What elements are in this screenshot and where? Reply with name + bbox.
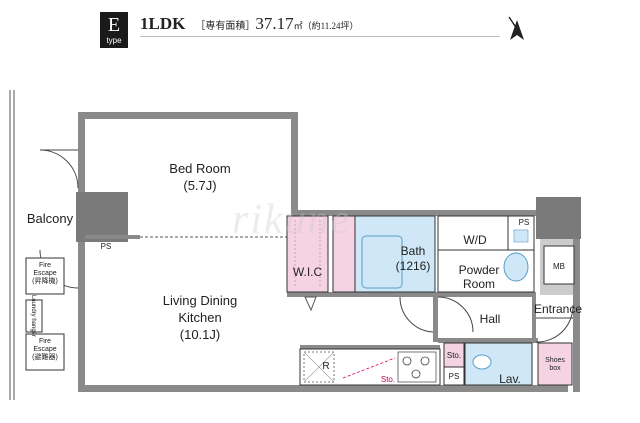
header-divider [140, 36, 500, 37]
powder-line2: Room [462, 277, 495, 291]
toilet-icon [472, 354, 492, 370]
balcony-label: Balcony [26, 211, 74, 226]
fire-escape-2 [25, 333, 65, 371]
layout-type: 1LDK [140, 14, 186, 33]
fire-escape-1-line1: Fire [38, 262, 52, 269]
type-word: type [106, 36, 122, 45]
balcony-door-swing [39, 149, 79, 189]
bath-area [354, 215, 436, 293]
entrance-label: Entrance [533, 302, 583, 316]
fire-escape-1-line3: (昇降機) [32, 278, 58, 285]
hall-door-swing [399, 296, 434, 333]
fire-escape-2-line1: Fire [38, 338, 52, 345]
fire-escape-1-label: Fire Escape (昇降機) [26, 262, 64, 286]
lav-label: Lav. [499, 372, 521, 386]
entrance-door-swing [535, 304, 574, 343]
shoes-box-area [537, 342, 573, 386]
bath-label: Bath (1216) [393, 244, 433, 274]
header-title: 1LDK ［専有面積］37.17㎡（約11.24坪） [140, 14, 359, 34]
sink-icon [503, 252, 529, 282]
powder-room-label: Powder Room [452, 263, 506, 291]
area-unit: ㎡ [293, 21, 303, 31]
fire-escape-2-label: Fire Escape (避難器) [26, 338, 64, 362]
laundry-hanger-label: Laundry hanger [30, 294, 36, 338]
mb-box [543, 245, 575, 285]
stove [397, 351, 437, 383]
wic-label: W.I.C [292, 265, 323, 279]
shoes-line1: Shoes [545, 357, 565, 364]
bathtub [361, 235, 403, 289]
mb-label: MB [553, 262, 565, 271]
north-arrow-icon [508, 16, 524, 40]
watermark: rikune [232, 197, 352, 243]
ldk-size: (10.1J) [179, 327, 221, 342]
bedroom-name: Bed Room [169, 161, 231, 176]
powder-line1: Powder [458, 263, 500, 277]
type-badge: E type [100, 12, 128, 48]
bath-name: Bath [400, 244, 426, 258]
ldk-label: Living Dining Kitchen (10.1J) [145, 292, 255, 343]
wd-label: W/D [463, 233, 487, 247]
ldk-line1: Living Dining [162, 293, 238, 308]
hall-label: Hall [479, 312, 501, 326]
bedroom-label: Bed Room (5.7J) [162, 160, 238, 194]
shoes-line2: box [549, 365, 561, 372]
fire-escape-2-line2: Escape [33, 346, 57, 353]
wd-area [437, 215, 509, 251]
area-label: ［専有面積］ [195, 21, 256, 32]
fire-escape-1-line2: Escape [33, 270, 57, 277]
wic-area [286, 215, 329, 293]
sto-kitchen-label: Sto. [380, 375, 396, 384]
balcony-rail [9, 90, 15, 400]
type-letter: E [107, 14, 121, 36]
fire-escape-1 [25, 257, 65, 295]
area-value: 37.17 [255, 14, 294, 33]
bedroom-size: (5.7J) [183, 178, 217, 193]
refrigerator-label: R [322, 361, 330, 372]
laundry-hanger [25, 299, 43, 333]
shoes-box-label: Shoes box [538, 357, 572, 373]
area-tsubo: （約11.24坪） [302, 21, 359, 31]
fire-escape-2-line3: (避難器) [32, 354, 58, 361]
ps-hall-label: PS [448, 372, 460, 381]
bath-size: (1216) [395, 259, 431, 273]
ps-balcony-label: PS [100, 242, 112, 251]
ldk-line2: Kitchen [178, 310, 222, 325]
ps-bath-label: PS [518, 218, 530, 227]
sto-lav-label: Sto. [446, 351, 462, 360]
